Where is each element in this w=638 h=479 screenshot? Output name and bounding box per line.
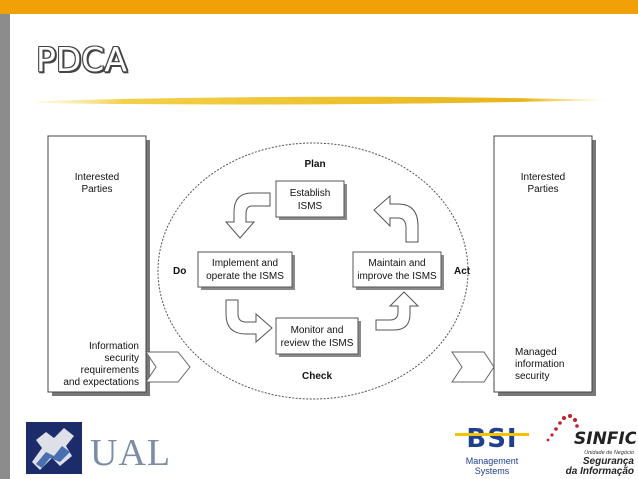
right-box-bottom-line1: Managed — [515, 347, 557, 358]
right-box-top-line2: Parties — [527, 184, 558, 195]
left-box-bottom-line2: security — [105, 353, 139, 364]
phase-plan-label: Plan — [304, 159, 325, 170]
implement-isms-box — [197, 251, 293, 288]
establish-line2: ISMS — [298, 201, 323, 212]
maintain-line2: improve the ISMS — [357, 271, 437, 282]
title-underline-swoosh — [38, 96, 610, 105]
maintain-line1: Maintain and — [368, 258, 425, 269]
monitor-line2: review the ISMS — [281, 338, 354, 349]
bsi-yellow-stripe — [455, 433, 529, 436]
left-box-bottom-line1: Information — [89, 341, 139, 352]
phase-do-label: Do — [173, 266, 186, 277]
ual-logo: UAL — [26, 422, 171, 474]
left-box-top-line1: Interested — [75, 172, 119, 183]
top-accent-bar — [0, 0, 638, 14]
output-chevron-arrow — [451, 351, 495, 383]
slide-title: PDCA — [36, 40, 127, 79]
left-box-top-line2: Parties — [81, 184, 112, 195]
sinfic-dots-icon — [546, 414, 579, 442]
establish-isms-box — [275, 180, 345, 218]
establish-line1: Establish — [290, 188, 331, 199]
maintain-isms-box — [352, 251, 442, 288]
sinfic-sub-line3: da Informação — [566, 466, 634, 477]
monitor-line1: Monitor and — [291, 325, 344, 336]
bsi-sub-line2: Systems — [475, 466, 510, 476]
right-box-bottom-line3: security — [515, 371, 549, 382]
arrow-establish-to-implement — [224, 192, 271, 239]
input-chevron-arrow — [145, 351, 191, 383]
left-box-bottom-line4: and expectations — [63, 377, 139, 388]
implement-line1: Implement and — [212, 258, 278, 269]
monitor-isms-box — [275, 317, 359, 355]
left-box-bottom-line3: requirements — [81, 365, 139, 376]
sinfic-sub-line2: Segurança — [583, 456, 635, 467]
right-box-top-line1: Interested — [521, 172, 565, 183]
left-parties-box — [47, 135, 147, 393]
sinfic-sub-line1: Unidade de Negócio — [584, 450, 634, 456]
bsi-sub-line1: Management — [466, 456, 519, 466]
right-box-bottom-line2: information — [515, 359, 564, 370]
right-parties-box — [493, 135, 593, 393]
pdca-cycle-ellipse — [157, 142, 469, 400]
sinfic-wordmark: SINFIC — [574, 429, 636, 449]
implement-line2: operate the ISMS — [206, 271, 284, 282]
left-accent-bar — [0, 14, 10, 479]
arrow-monitor-to-maintain — [375, 291, 420, 331]
bsi-logo: BSI Management Systems — [455, 424, 529, 476]
ual-wordmark: UAL — [90, 432, 171, 474]
phase-check-label: Check — [302, 371, 332, 382]
sinfic-logo: SINFIC Unidade de Negócio Segurança da I… — [546, 414, 636, 477]
phase-act-label: Act — [454, 266, 471, 277]
bsi-wordmark: BSI — [466, 424, 517, 454]
arrow-maintain-to-establish — [373, 194, 419, 243]
arrow-implement-to-monitor — [225, 299, 273, 344]
